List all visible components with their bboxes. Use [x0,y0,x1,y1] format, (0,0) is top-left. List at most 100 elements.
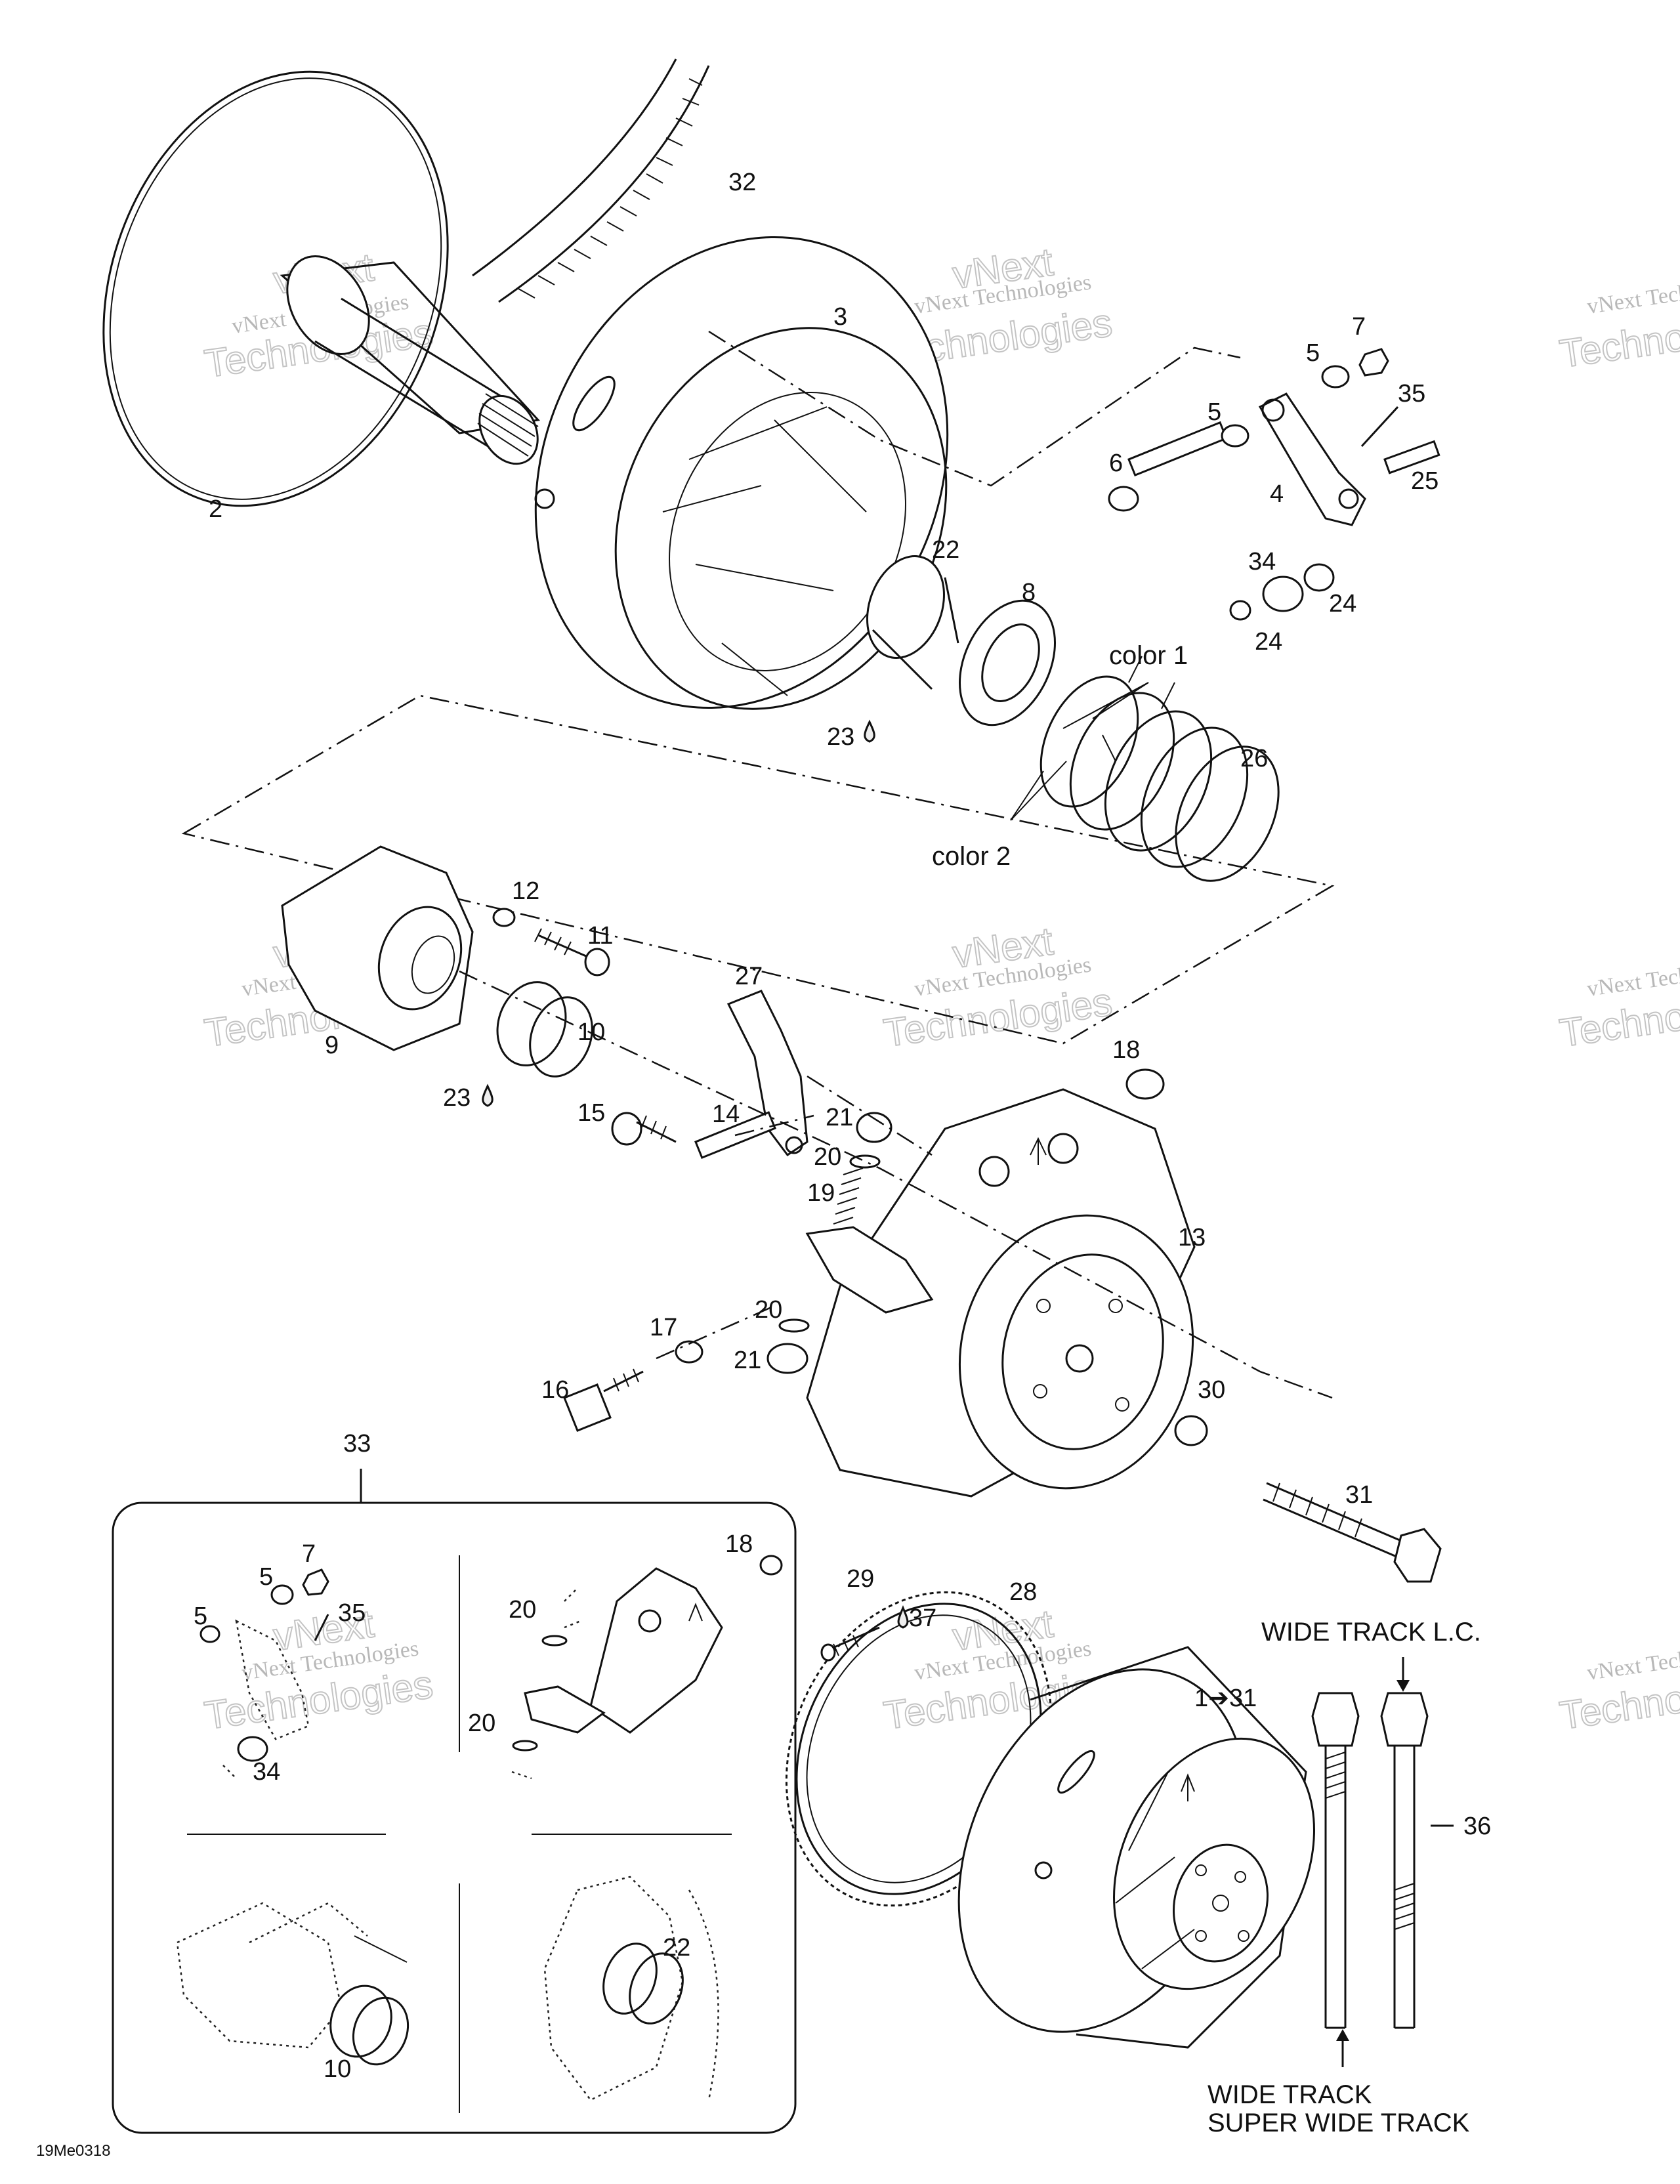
label-33: 33 [343,1430,371,1458]
label-28: 28 [1009,1578,1037,1606]
part-2-fixed-sheave [102,70,540,507]
part-32-drive-belt [472,58,710,303]
part-5-washer-upper [1221,365,1350,448]
label-35-upper: 35 [1398,380,1425,408]
part-12-washer [492,908,516,927]
part-21-bushing-upper [856,1112,892,1143]
inset-box-33 [112,1469,797,2134]
part-26-spring [1040,656,1280,882]
part-11-screw [534,928,610,976]
part-30-washer [1174,1415,1208,1446]
label-2: 2 [209,495,222,523]
label-17: 17 [650,1314,677,1341]
label-15: 15 [578,1099,605,1127]
label-5-upper-b: 5 [1208,398,1221,426]
part-34-roller-upper [1229,563,1335,621]
label-color-2: color 2 [932,842,1011,871]
callout-arrows [1336,1657,1454,2067]
part-1-drive-pulley-assembly [957,1646,1315,2049]
leader-lines [459,970,1333,1399]
label-color-1: color 1 [1109,641,1188,670]
label-26: 26 [1240,745,1268,772]
part-labels: 32 3 2 7 5 35 5 6 25 4 34 24 24 22 8 col… [36,169,1491,2160]
label-18-inset: 18 [725,1530,753,1558]
part-22-bushing [866,555,959,690]
part-13-governor-cup [806,1088,1196,1498]
part-governor-arm [805,1226,934,1314]
part-18-washer [1125,1068,1165,1100]
label-20-upper: 20 [814,1143,841,1171]
label-1-31: 1➔31 [1194,1685,1257,1712]
label-36: 36 [1463,1813,1491,1840]
drop-23-upper [864,719,875,743]
part-15-bolt [611,1112,677,1146]
label-22-upper: 22 [932,536,959,564]
label-wide-track-lc: WIDE TRACK L.C. [1261,1618,1481,1647]
part-9-spider [281,845,474,1051]
label-8: 8 [1022,579,1036,606]
label-7-inset: 7 [302,1540,316,1568]
label-18-main: 18 [1112,1036,1140,1064]
label-12: 12 [512,877,539,905]
label-29: 29 [847,1565,874,1593]
part-10-bushing [496,981,593,1078]
watermark-9: vNext Technologies Technologies [1556,1636,1680,1738]
label-11: 11 [587,922,613,950]
label-30: 30 [1198,1376,1225,1404]
label-24-a: 24 [1329,590,1356,618]
drop-37 [897,1605,909,1629]
label-10-inset: 10 [324,2055,351,2083]
label-5-inset-b: 5 [194,1603,207,1630]
part-3-movable-sheave [534,236,1241,710]
watermark-3: vNext Technologies Technologies [1556,270,1680,376]
label-3: 3 [833,303,847,331]
part-31-bolt [1263,1482,1442,1583]
label-20-inset-b: 20 [468,1710,495,1737]
part-7-nut-upper [1358,348,1389,377]
label-6: 6 [1109,450,1123,477]
label-34-upper: 34 [1248,548,1276,576]
dashed-assembly-frame [181,694,1335,1045]
label-5-inset-a: 5 [259,1563,273,1591]
label-23-lower: 23 [443,1084,471,1112]
inset-sheave-sketch [543,1876,719,2101]
label-34-inset: 34 [253,1758,280,1786]
inset-governor-sketch [511,1555,783,1780]
svg-text:vNext Technologies: vNext Technologies [1586,270,1680,318]
part-19-spring [833,1167,864,1225]
part-25-pin [1383,440,1440,474]
label-10-main: 10 [578,1018,605,1046]
svg-text:vNext Technologies: vNext Technologies [1586,1636,1680,1685]
label-13: 13 [1178,1224,1206,1251]
watermark-5: vNext Technologies Technologies vNext [880,918,1115,1056]
label-32: 32 [728,169,756,196]
label-7-upper: 7 [1352,313,1366,341]
part-6-pin [1108,421,1228,512]
label-21-upper: 21 [826,1104,853,1131]
part-20-ring-upper [849,1154,881,1169]
part-29-screw [820,1626,880,1662]
part-4-lever-arm [1258,392,1366,526]
label-14: 14 [712,1101,740,1128]
label-25: 25 [1411,467,1438,495]
label-21-lower: 21 [734,1347,761,1374]
watermark-6: vNext Technologies Technologies [1556,952,1680,1055]
label-19: 19 [807,1179,835,1207]
label-9: 9 [325,1032,339,1059]
label-37: 37 [909,1605,936,1632]
label-5-upper-a: 5 [1306,339,1320,367]
label-4: 4 [1270,480,1284,508]
part-21-bushing-lower [766,1343,808,1374]
label-31: 31 [1345,1481,1373,1509]
part-36-long-bolt-lc [1380,1692,1429,2029]
label-16: 16 [541,1376,569,1404]
label-23-upper: 23 [827,723,854,751]
svg-text:vNext Technologies: vNext Technologies [1586,952,1680,1001]
label-20-inset-a: 20 [509,1596,536,1624]
part-35-cotter [1360,406,1399,448]
label-27: 27 [735,963,763,990]
label-super-wide-track: SUPER WIDE TRACK [1208,2109,1470,2137]
label-wide-track: WIDE TRACK [1208,2080,1372,2109]
part-27-cam [726,990,808,1157]
part-36-long-bolt-wide [1311,1692,1360,2029]
